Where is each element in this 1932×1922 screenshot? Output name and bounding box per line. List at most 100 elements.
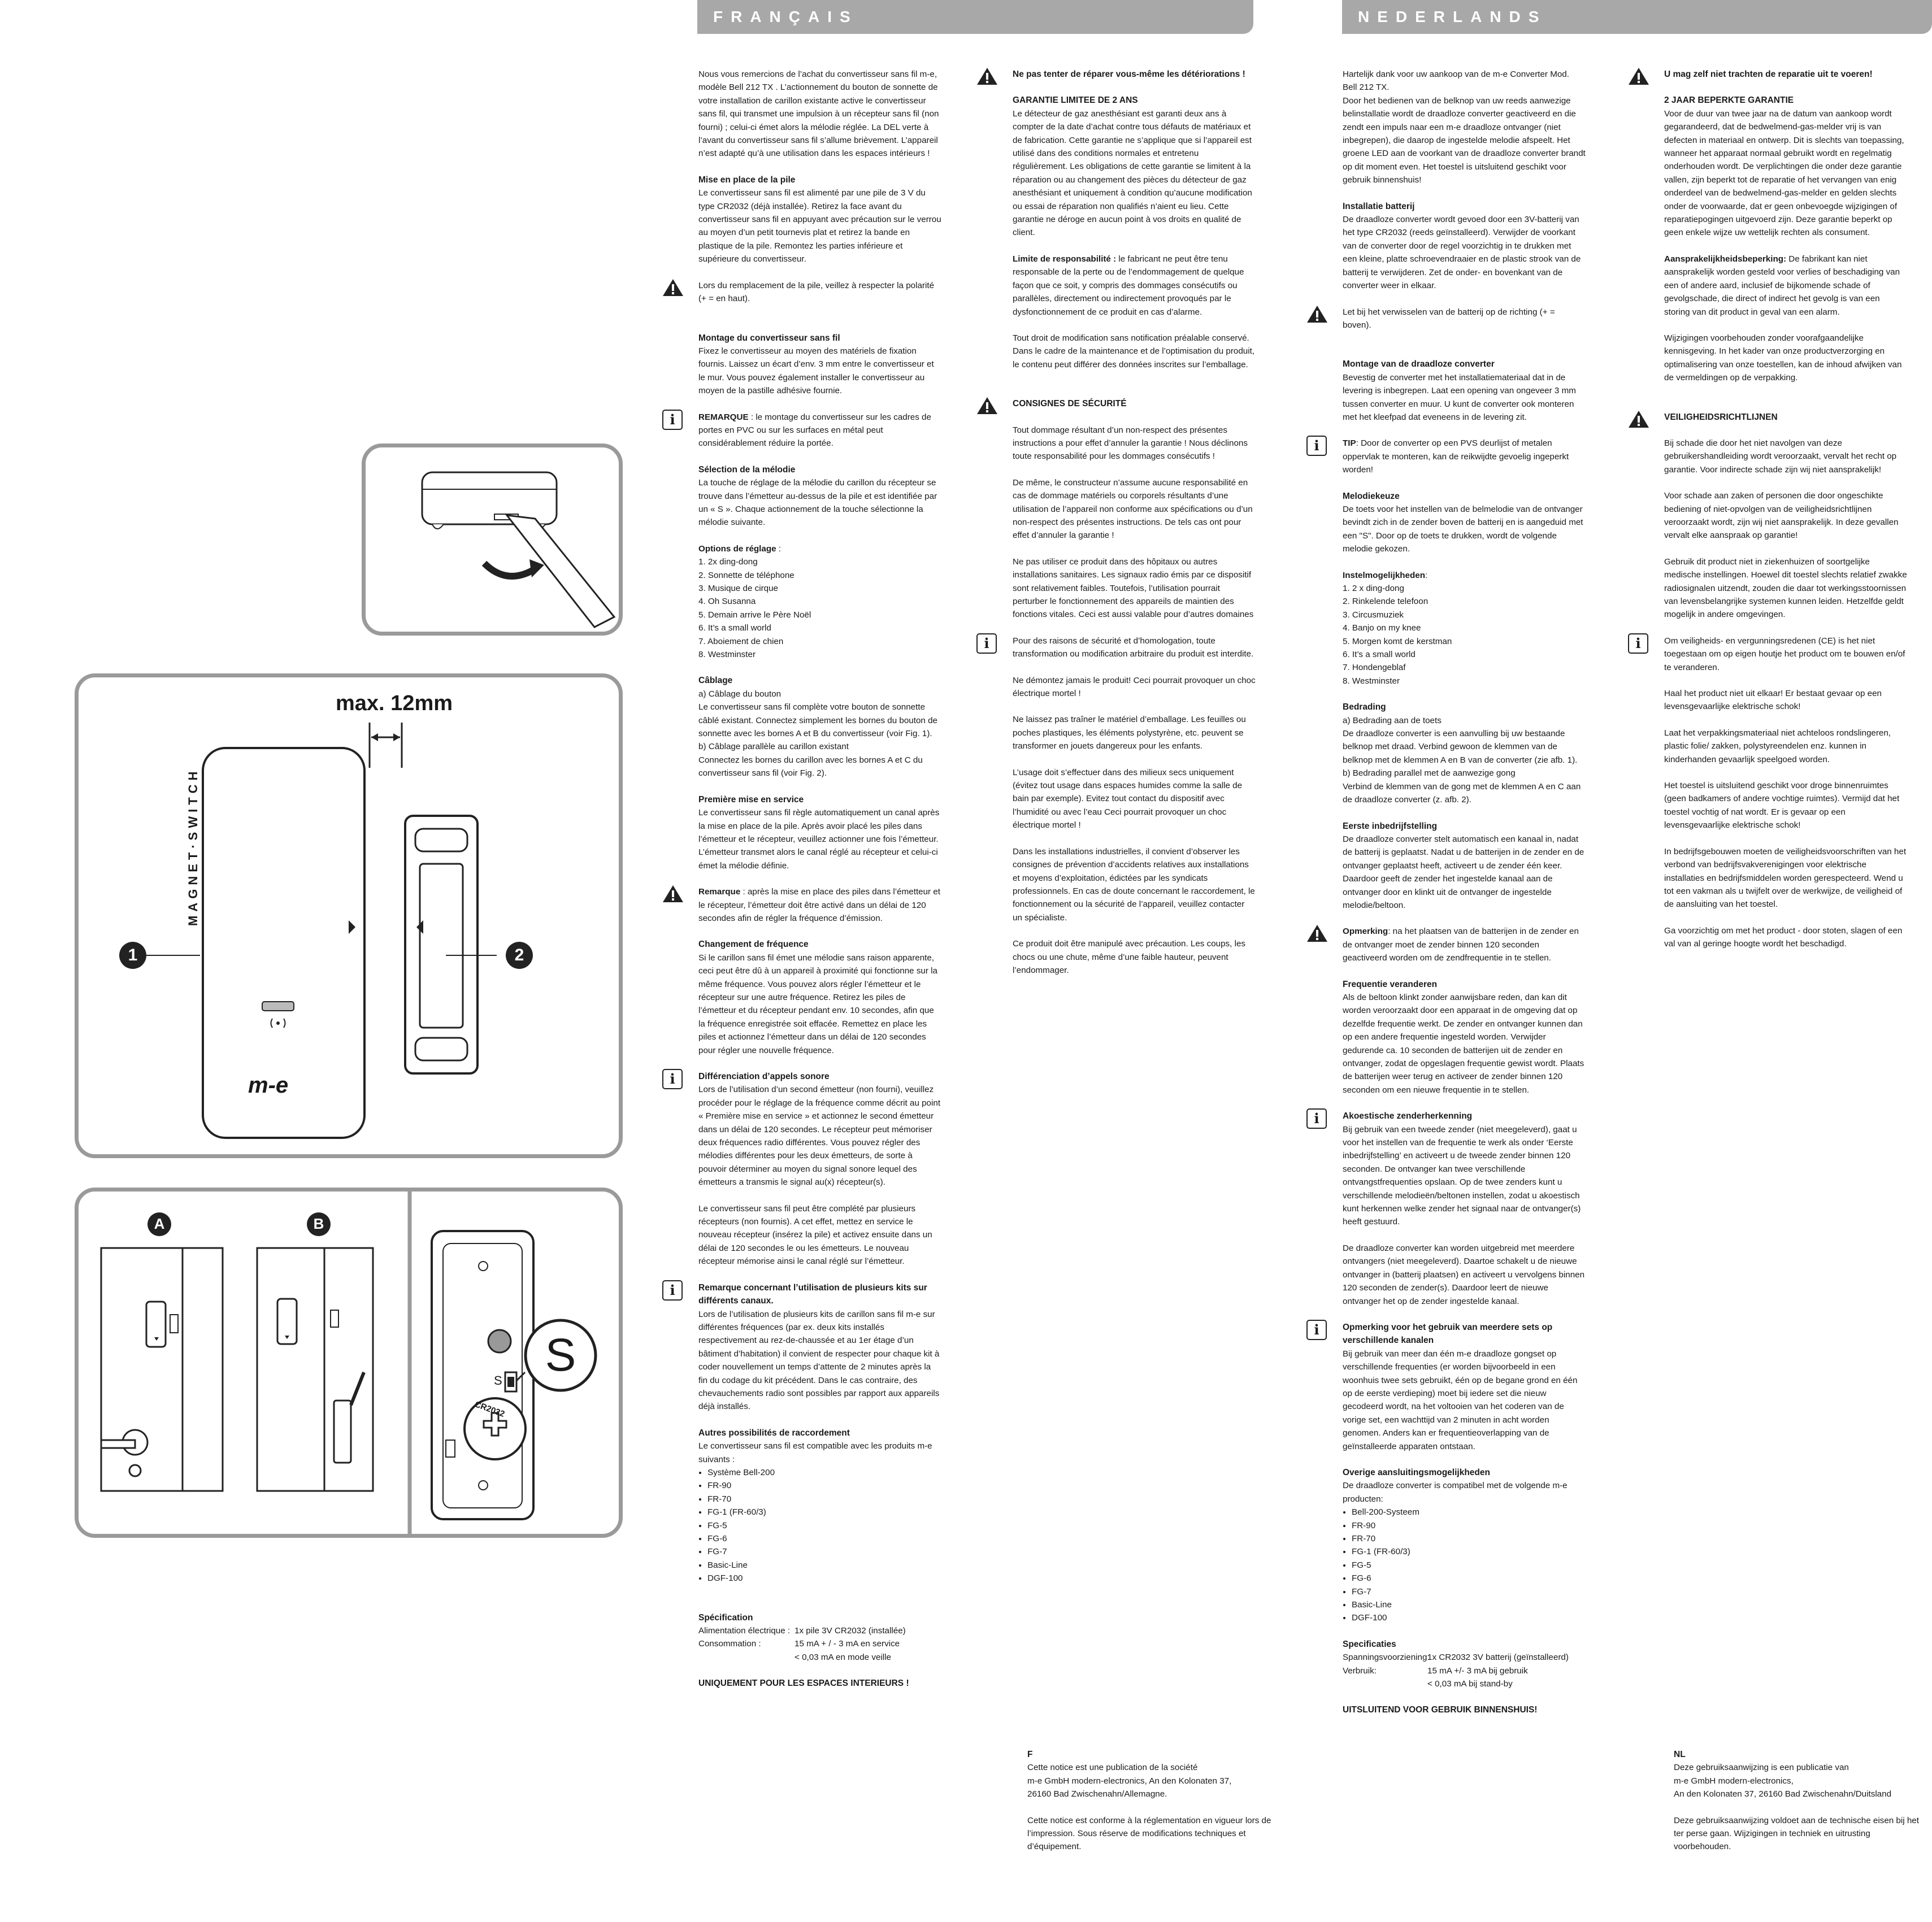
list-item: 6. It’s a small world bbox=[698, 623, 771, 633]
fr-autres-heading: Autres possibilités de raccordement bbox=[698, 1428, 850, 1438]
fr-securite-7: L’usage doit s’effectuer dans des milieu… bbox=[1013, 767, 1243, 830]
list-item: FG-7 bbox=[707, 1545, 941, 1558]
fr-securite-5: Ne démontez jamais le produit! Ceci pour… bbox=[1013, 675, 1256, 699]
list-item: FG-6 bbox=[707, 1532, 941, 1545]
list-item: DGF-100 bbox=[707, 1572, 941, 1585]
warning-icon bbox=[977, 397, 997, 415]
fr-spec-label-1: Alimentation électrique : bbox=[698, 1626, 791, 1636]
list-item: 4. Oh Susanna bbox=[698, 597, 756, 607]
fr-footer-text: Cette notice est une publication de la s… bbox=[1027, 1763, 1232, 1799]
fr-premiere-heading: Première mise en service bbox=[698, 794, 804, 805]
nl-batterij-heading: Installatie batterij bbox=[1343, 201, 1415, 211]
list-item: 6. It’s a small world bbox=[1343, 650, 1416, 660]
nl-batterij-text: De draadloze converter wordt gevoed door… bbox=[1343, 215, 1581, 291]
list-item: 2. Rinkelende telefoon bbox=[1343, 597, 1429, 607]
info-icon: i bbox=[976, 633, 997, 654]
list-item: 7. Aboiement de chien bbox=[698, 636, 784, 646]
nl-wijzigingen-text: Wijzigingen voorbehouden zonder voorafga… bbox=[1664, 333, 1902, 383]
fr-autres-list: Système Bell-200 FR-90 FR-70 FG-1 (FR-60… bbox=[698, 1466, 941, 1585]
nl-veiligheid-heading: VEILIGHEIDSRICHTLIJNEN bbox=[1664, 412, 1778, 422]
nl-opmerking-label: Opmerking bbox=[1343, 927, 1388, 937]
warning-icon bbox=[977, 68, 997, 85]
nl-veiligheid-7: Het toestel is uitsluitend geschikt voor… bbox=[1664, 781, 1900, 830]
fr-securite-heading: CONSIGNES DE SÉCURITÉ bbox=[1013, 399, 1127, 409]
nl-sets-text: Bij gebruik van meer dan één m-e draadlo… bbox=[1343, 1349, 1578, 1451]
nl-eerste-text: De draadloze converter stelt automatisch… bbox=[1343, 834, 1584, 910]
fr-spec-value-1: 1x pile 3V CR2032 (installée) bbox=[794, 1626, 906, 1636]
nl-veiligheid-2: Voor schade aan zaken of personen die do… bbox=[1664, 491, 1899, 541]
fr-remarque-text: : le montage du convertisseur sur les ca… bbox=[698, 412, 931, 449]
fr-cablage-text: a) Câblage du bouton Le convertisseur sa… bbox=[698, 689, 937, 779]
nl-sets-heading: Opmerking voor het gebruik van meerdere … bbox=[1343, 1322, 1553, 1346]
fr-remarque-label: REMARQUE bbox=[698, 412, 749, 422]
fr-premiere-text: Le convertisseur sans fil règle automati… bbox=[698, 808, 940, 871]
fr-securite-1: Tout dommage résultant d’un non-respect … bbox=[1013, 425, 1248, 462]
fr-montage-text: Fixez le convertisseur au moyen des maté… bbox=[698, 346, 934, 396]
nl-veiligheid-4: Om veiligheids- en vergunningsredenen (C… bbox=[1664, 636, 1905, 672]
figure-mounting-frame: A B S S CR2032 bbox=[75, 1188, 623, 1538]
nl-instel-colon: : bbox=[1425, 570, 1428, 580]
list-item: FR-70 bbox=[1352, 1532, 1586, 1545]
warning-icon bbox=[1629, 68, 1649, 85]
warning-icon bbox=[663, 885, 683, 903]
nl-montage-text: Bevestig de converter met het installati… bbox=[1343, 372, 1576, 422]
warning-icon bbox=[1629, 410, 1649, 428]
nl-frequentie-heading: Frequentie veranderen bbox=[1343, 979, 1438, 989]
list-item: 5. Demain arrive le Père Noël bbox=[698, 610, 811, 620]
magnet-switch-label: MAGNET·SWITCH bbox=[186, 767, 200, 926]
fr-column-2: Ne pas tenter de réparer vous-même les d… bbox=[976, 68, 1256, 990]
nl-spec-heading: Specificaties bbox=[1343, 1639, 1396, 1649]
fr-footer: F Cette notice est une publication de la… bbox=[1027, 1748, 1276, 1854]
fr-remarque2-text: : après la mise en place des piles dans … bbox=[698, 887, 940, 923]
fr-modification-text: Tout droit de modification sans notifica… bbox=[1013, 333, 1255, 369]
header-nederlands-label: NEDERLANDS bbox=[1358, 8, 1547, 25]
header-nederlands: NEDERLANDS bbox=[1342, 0, 1932, 34]
nl-eerste-heading: Eerste inbedrijfstelling bbox=[1343, 821, 1438, 831]
nl-veiligheid-3: Gebruik dit product niet in ziekenhuizen… bbox=[1664, 556, 1907, 620]
list-item: FG-5 bbox=[707, 1519, 941, 1532]
nl-bedrading-text: a) Bedrading aan de toets De draadloze c… bbox=[1343, 715, 1581, 805]
nl-spec-value-2: 15 mA +/- 3 mA bij gebruik bbox=[1427, 1666, 1528, 1676]
fr-limite-text: le fabricant ne peut être tenu responsab… bbox=[1013, 254, 1244, 317]
fr-selection-text: La touche de réglage de la mélodie du ca… bbox=[698, 478, 937, 528]
list-item: 7. Hondengeblaf bbox=[1343, 663, 1406, 673]
nl-options-list: 1. 2 x ding-dong 2. Rinkelende telefoon … bbox=[1343, 582, 1586, 688]
nl-spec-table: Spanningsvoorziening:1x CR2032 3V batter… bbox=[1343, 1651, 1586, 1690]
nl-indoor-only: UITSLUITEND VOOR GEBRUIK BINNENSHUIS! bbox=[1343, 1705, 1538, 1715]
info-icon: i bbox=[662, 1280, 683, 1301]
fr-kits-text: Lors de l’utilisation de plusieurs kits … bbox=[698, 1309, 940, 1412]
fr-securite-9: Ce produit doit être manipulé avec préca… bbox=[1013, 939, 1245, 975]
fr-montage-heading: Montage du convertisseur sans fil bbox=[698, 333, 840, 343]
list-item: FR-70 bbox=[707, 1493, 941, 1506]
label-b: B bbox=[313, 1215, 324, 1232]
fr-changement-text: Si le carillon sans fil émet une mélodie… bbox=[698, 953, 937, 1055]
list-item: FG-1 (FR-60/3) bbox=[1352, 1545, 1586, 1558]
list-item: FG-1 (FR-60/3) bbox=[707, 1506, 941, 1519]
fr-diff-text: Lors de l’utilisation d’un second émette… bbox=[698, 1085, 941, 1188]
nl-akoestische-text: Bij gebruik van een tweede zender (niet … bbox=[1343, 1124, 1581, 1227]
warning-icon bbox=[1307, 925, 1327, 942]
list-item: 8. Westminster bbox=[698, 650, 756, 660]
nl-nepas-heading: U mag zelf niet trachten de reparatie ui… bbox=[1664, 69, 1873, 79]
nl-garantie-heading: 2 JAAR BEPERKTE GARANTIE bbox=[1664, 95, 1794, 106]
fr-footer-heading: F bbox=[1027, 1750, 1033, 1759]
list-item: Basic-Line bbox=[1352, 1598, 1586, 1611]
nl-intro: Hartelijk dank voor uw aankoop van de m-… bbox=[1343, 69, 1586, 185]
fr-limite-label: Limite de responsabilité : bbox=[1013, 254, 1117, 264]
header-francais: FRANÇAIS bbox=[697, 0, 1253, 34]
info-icon: i bbox=[662, 1069, 683, 1089]
nl-aansprakelijkheid-label: Aansprakelijkheidsbeperking: bbox=[1664, 254, 1787, 264]
nl-akoestische-heading: Akoestische zenderherkenning bbox=[1343, 1111, 1473, 1121]
fr-column-1: Nous vous remercions de l’achat du conve… bbox=[662, 68, 941, 1690]
list-item: DGF-100 bbox=[1352, 1611, 1586, 1624]
list-item: 4. Banjo on my knee bbox=[1343, 623, 1421, 633]
callout-1: 1 bbox=[128, 946, 138, 964]
fr-spec-table: Alimentation électrique :1x pile 3V CR20… bbox=[698, 1624, 941, 1664]
fr-securite-4: Pour des raisons de sécurité et d’homolo… bbox=[1013, 636, 1254, 659]
fr-nepas-heading: Ne pas tenter de réparer vous-même les d… bbox=[1013, 69, 1245, 79]
nl-akoestische-text-2: De draadloze converter kan worden uitgeb… bbox=[1343, 1243, 1585, 1306]
list-item: FG-7 bbox=[1352, 1585, 1586, 1598]
warning-icon bbox=[1307, 305, 1327, 323]
nl-bedrading-heading: Bedrading bbox=[1343, 702, 1386, 712]
list-item: 1. 2 x ding-dong bbox=[1343, 584, 1404, 593]
